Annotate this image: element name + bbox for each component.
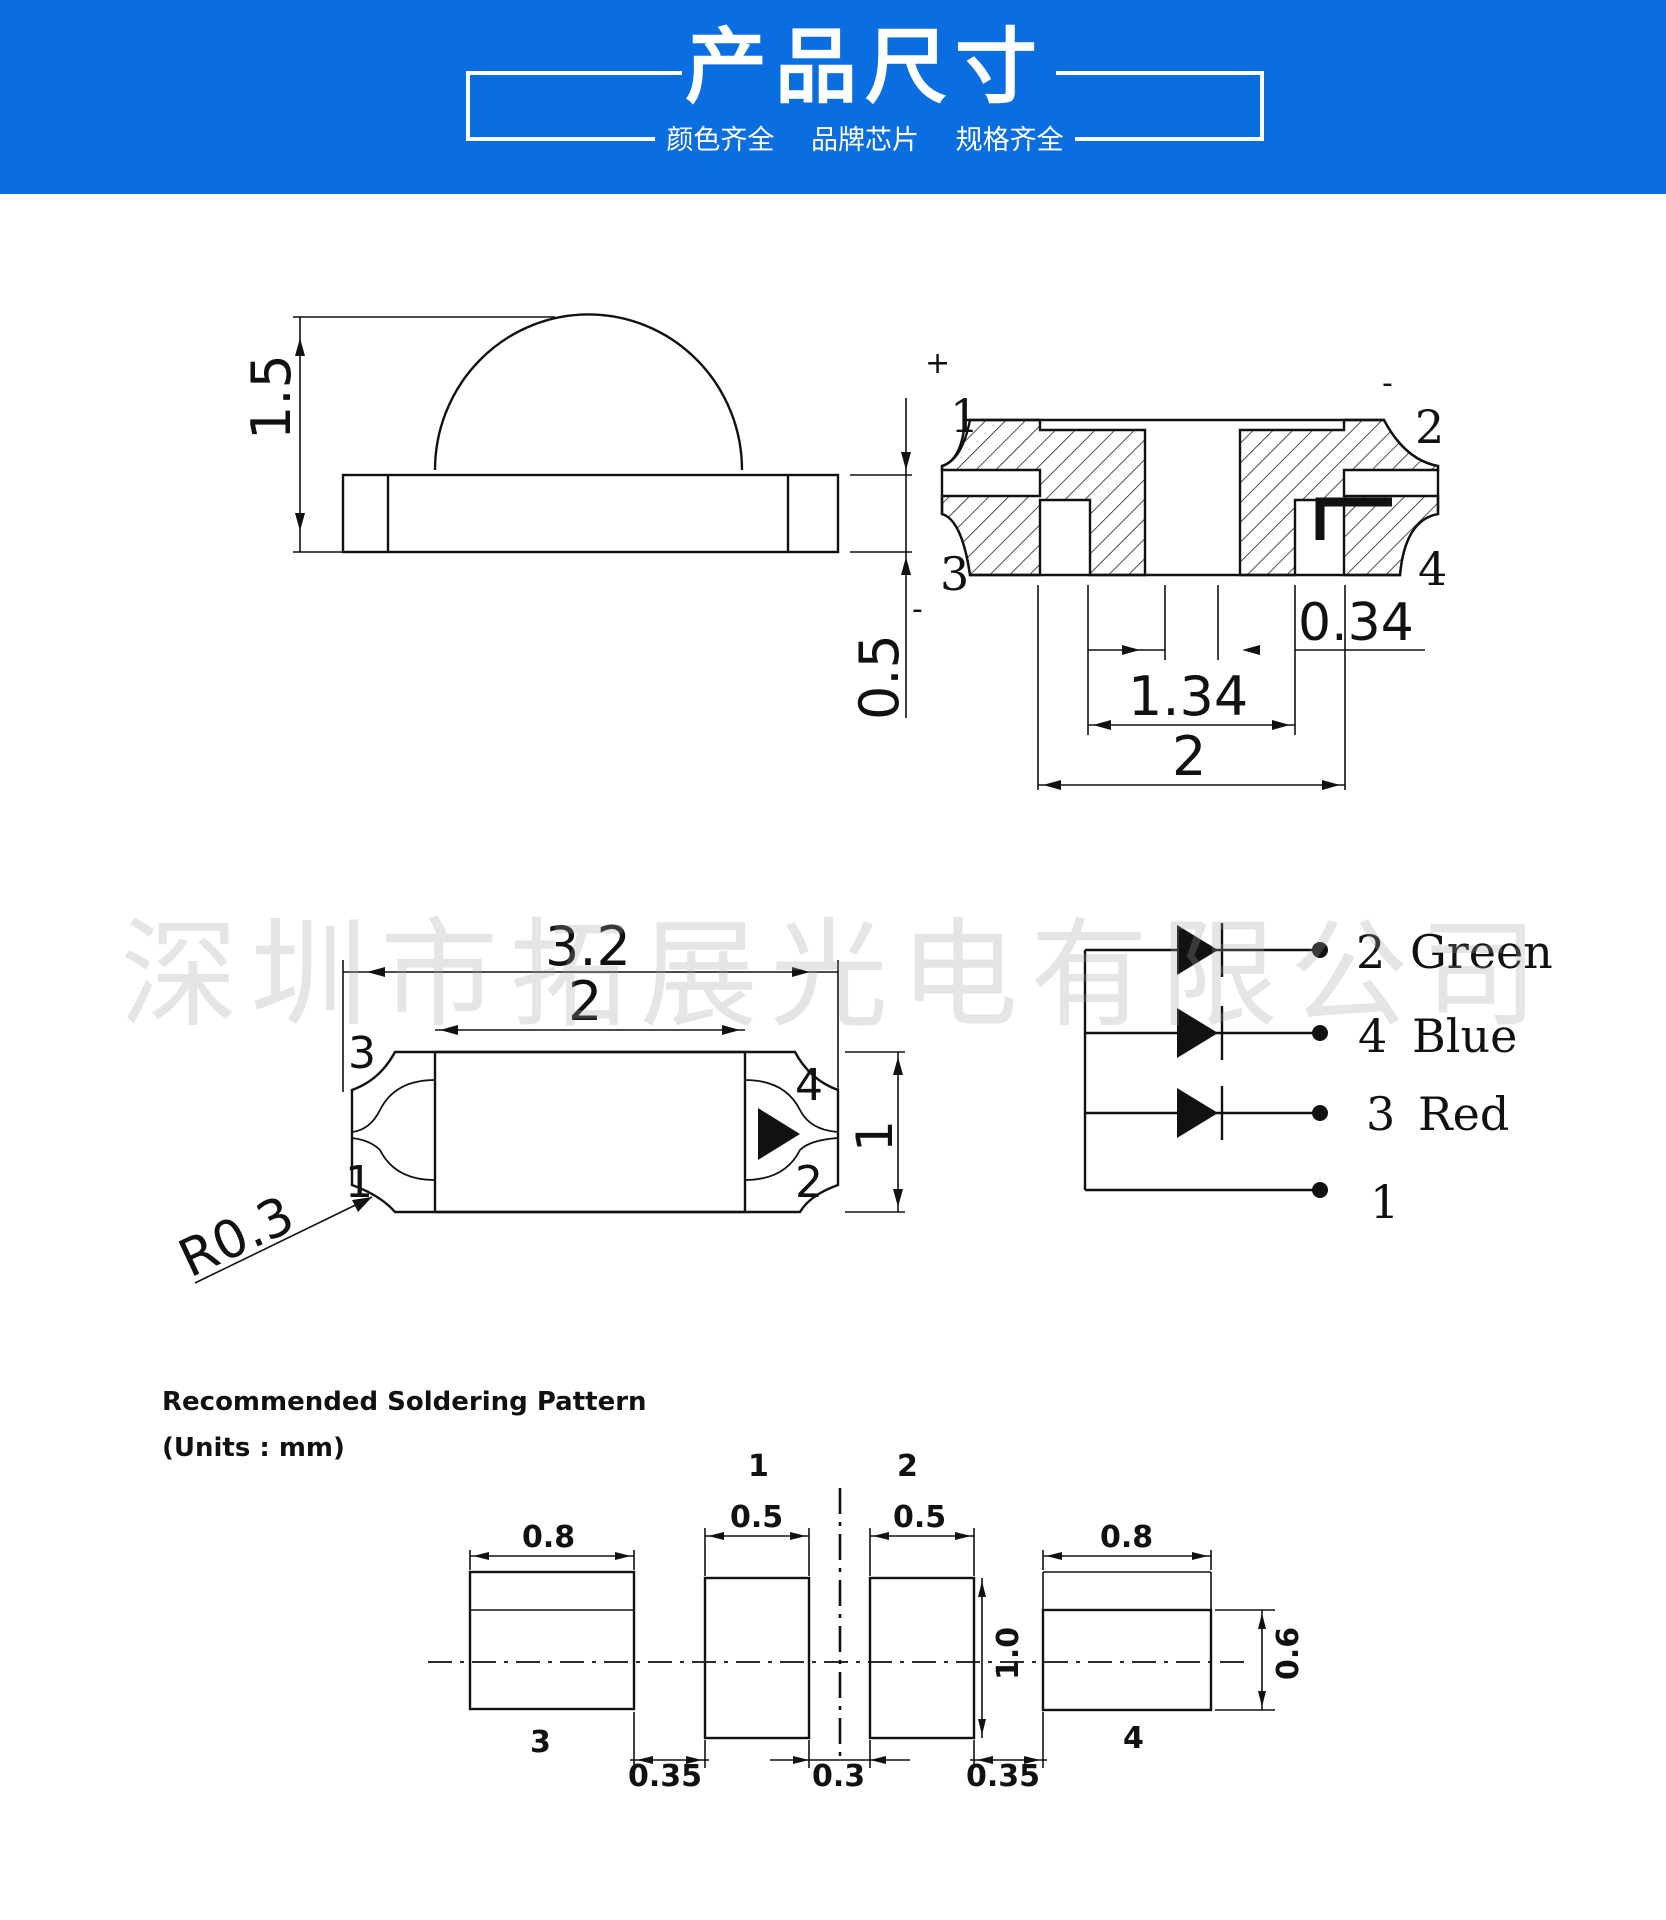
pin-label: 3: [348, 1028, 376, 1079]
pin-label: 1: [950, 389, 979, 443]
pin-label: 4: [1418, 542, 1447, 596]
soldering-title: Recommended Soldering Pattern: [162, 1387, 647, 1417]
channel-pin: 3: [1366, 1087, 1395, 1141]
subtitle-item: 品牌芯片: [811, 125, 919, 156]
pin-terminal: [1312, 1105, 1328, 1121]
pad-number: 3: [530, 1725, 551, 1760]
common-pin: 1: [1370, 1175, 1399, 1229]
dim-label: 2: [1172, 725, 1206, 788]
dimension-drawing: 1.5 0.5 + - - 1 2 3 4 0.34 1.34 2 3.2 2 …: [162, 313, 1553, 1794]
page-title: 产品尺寸: [684, 20, 1045, 115]
top-view: [194, 960, 905, 1284]
width-label: 0.8: [1100, 1520, 1153, 1555]
height-label: 1.0: [991, 1627, 1026, 1680]
pad-1: [703, 1576, 811, 1740]
package-body: [341, 473, 840, 554]
gap-label: 0.35: [628, 1759, 702, 1794]
dim-length-label: 3.2: [545, 915, 631, 978]
pin-label: 4: [795, 1060, 823, 1111]
pin-terminal: [1312, 1025, 1328, 1041]
polarity-mark: [1315, 497, 1392, 540]
pad-3: [468, 1570, 636, 1711]
dim-label: 0.34: [1298, 593, 1414, 653]
channel-color: Green: [1410, 925, 1553, 979]
dim-inner-label: 2: [568, 970, 602, 1033]
header-banner: 产品尺寸 颜色齐全 品牌芯片 规格齐全: [0, 0, 1666, 194]
pin-label: 2: [1415, 400, 1444, 454]
soldering-units: (Units : mm): [162, 1433, 345, 1463]
gap-label: 0.35: [966, 1759, 1040, 1794]
channel-pin: 4: [1358, 1009, 1387, 1063]
top-body: [433, 1050, 747, 1214]
pin-label: 1: [345, 1157, 373, 1208]
width-label: 0.8: [522, 1520, 575, 1555]
anode-pad: [940, 418, 1147, 577]
gap-label: 0.3: [812, 1759, 865, 1794]
watermark: 深圳市拓展光电有限公司: [120, 906, 1551, 1044]
plus-sign: +: [925, 346, 950, 381]
width-label: 0.5: [893, 1500, 946, 1535]
channel-pin: 2: [1356, 925, 1385, 979]
width-label: 0.5: [730, 1500, 783, 1535]
pad-number: 2: [897, 1449, 918, 1484]
pin-terminal: [1312, 1182, 1328, 1198]
height-label: 0.6: [1271, 1627, 1306, 1680]
pad-number: 4: [1123, 1721, 1144, 1756]
radius-label: R0.3: [170, 1185, 303, 1290]
subtitle: 颜色齐全 品牌芯片 规格齐全: [466, 123, 1264, 159]
subtitle-item: 规格齐全: [955, 125, 1064, 156]
diode-blue: [1177, 1008, 1218, 1058]
dim-height-label: 1.5: [240, 354, 303, 440]
diode-green: [1177, 925, 1218, 975]
soldering-pattern: [428, 1488, 1275, 1768]
pin-label: 3: [940, 547, 969, 601]
dim-base-label: 0.5: [848, 634, 911, 720]
minus-sign: -: [912, 592, 923, 627]
circuit-diagram: [1083, 923, 1328, 1198]
polarity-triangle: [758, 1108, 800, 1160]
pad-2: [868, 1576, 976, 1740]
top-outline: [350, 1050, 840, 1214]
dim-width-label: 1: [846, 1120, 904, 1152]
pin-terminal: [1312, 942, 1328, 958]
bottom-view: [940, 418, 1440, 790]
dim-label: 1.34: [1128, 665, 1248, 728]
channel-color: Blue: [1412, 1009, 1517, 1063]
pad-4: [1041, 1608, 1213, 1712]
pad-number: 1: [748, 1449, 769, 1484]
channel-color: Red: [1418, 1087, 1509, 1141]
pin-label: 2: [795, 1157, 823, 1208]
side-view: [293, 313, 912, 718]
subtitle-item: 颜色齐全: [666, 125, 775, 156]
dome-lens: [433, 313, 744, 471]
minus-sign: -: [1382, 366, 1393, 401]
diode-red: [1177, 1088, 1218, 1138]
